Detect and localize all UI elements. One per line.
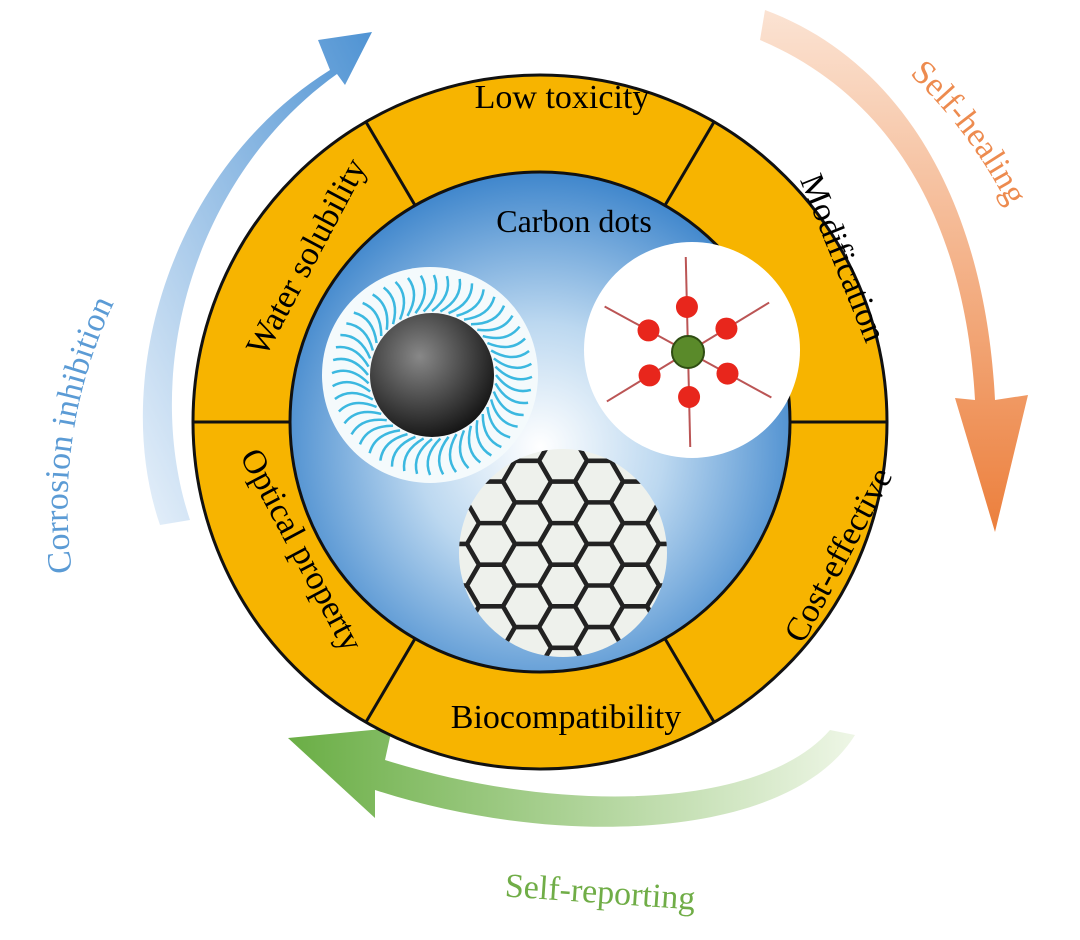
modified-carbon-dot-image bbox=[584, 242, 800, 458]
self-reporting-arrow bbox=[288, 728, 855, 827]
segment-biocompatibility: Biocompatibility bbox=[451, 699, 681, 736]
self-healing-arrow bbox=[760, 10, 1028, 532]
segment-low-toxicity: Low toxicity bbox=[475, 79, 650, 116]
self-reporting-label: Self-reporting bbox=[504, 867, 697, 917]
passivated-carbon-dot-image bbox=[322, 267, 538, 483]
center-title: Carbon dots bbox=[496, 203, 652, 239]
ring-dividers bbox=[193, 121, 887, 723]
corrosion-inhibition-label: Corrosion inhibition bbox=[38, 291, 121, 576]
corrosion-inhibition-arrow bbox=[142, 32, 372, 525]
